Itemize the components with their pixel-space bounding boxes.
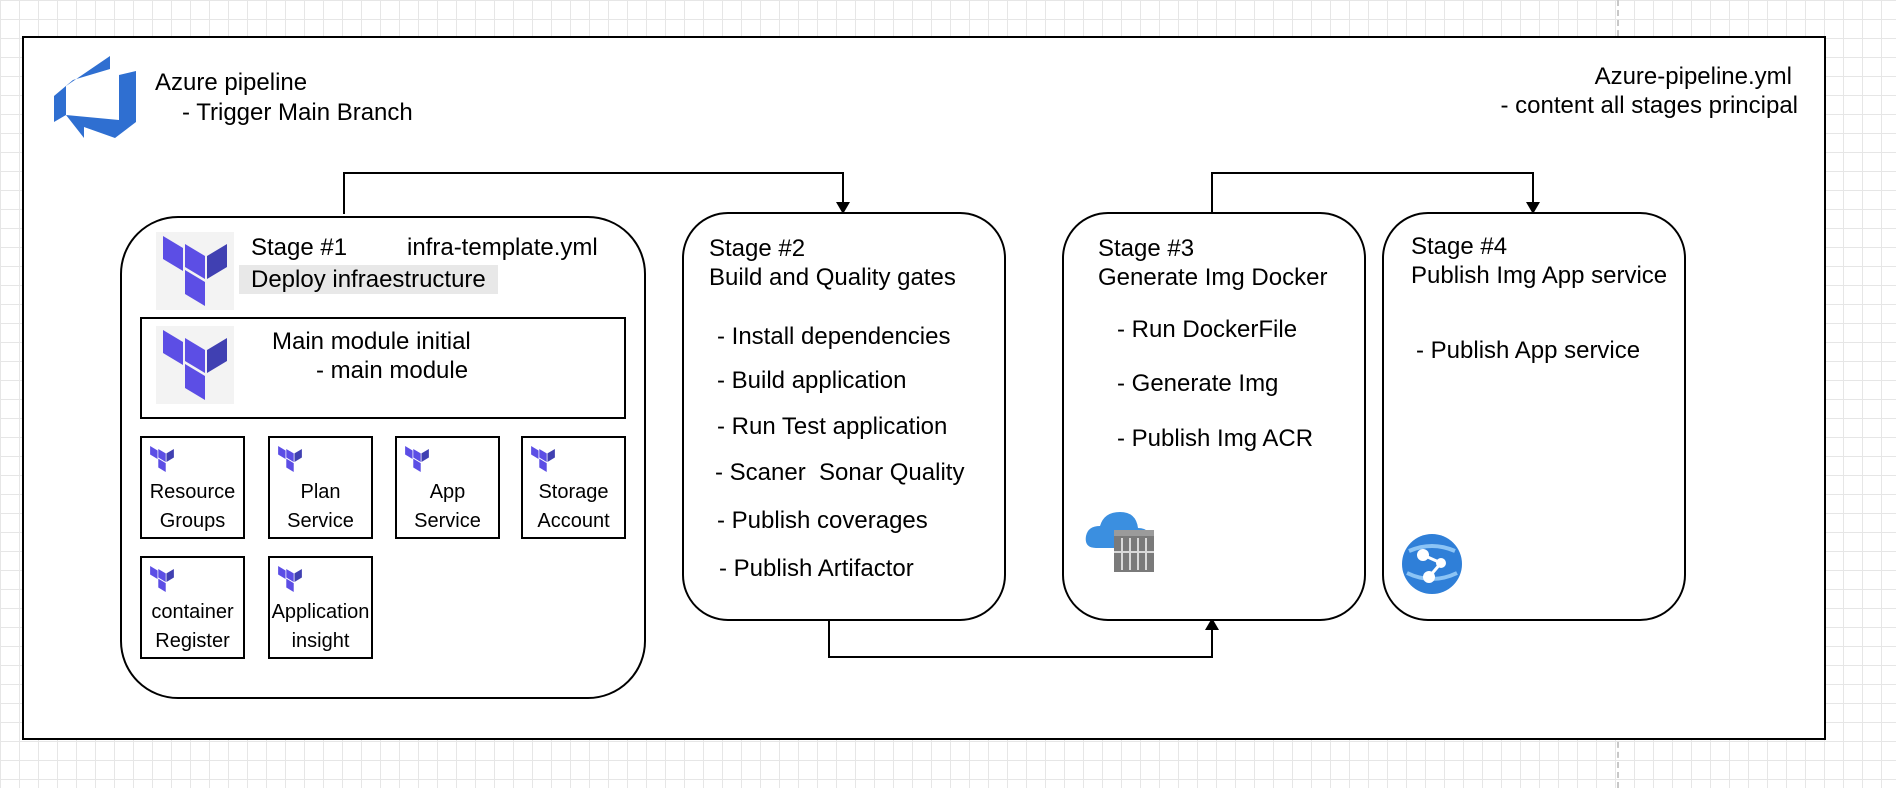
module-line1: App [429, 481, 466, 503]
pipeline-title: Azure pipeline [155, 69, 308, 96]
stage4-step: - Publish App service [1416, 337, 1641, 364]
app-service-icon [1402, 534, 1462, 594]
stage2-step: - Install dependencies [717, 323, 951, 350]
module-line1: container [151, 601, 234, 623]
module-line1: Resource [149, 481, 236, 503]
module-line2: insight [291, 630, 350, 652]
terraform-icon [531, 446, 555, 472]
module-line1: Plan [300, 481, 341, 503]
terraform-icon [278, 446, 302, 472]
stage3-label: Stage #3 [1098, 235, 1195, 262]
terraform-icon [150, 446, 174, 472]
connector-stage3-stage4 [1211, 172, 1534, 212]
pipeline-file-desc: - content all stages principal [1500, 92, 1799, 119]
stage3-step: - Generate Img [1117, 370, 1279, 397]
module-line1: Application [271, 601, 370, 623]
stage1-label: Stage #1 [251, 234, 348, 261]
module-line2: Register [155, 630, 230, 652]
container-registry-icon [1085, 512, 1154, 572]
module-application-insight[interactable]: Application insight [268, 556, 373, 659]
stage2-step: - Publish coverages [717, 507, 928, 534]
terraform-icon [156, 232, 234, 310]
pipeline-file: Azure-pipeline.yml [1594, 63, 1792, 90]
main-module-subtitle: - main module [316, 357, 469, 384]
module-line2: Account [537, 510, 610, 532]
stage3-card[interactable] [1062, 212, 1366, 621]
stage2-card[interactable] [682, 212, 1006, 621]
terraform-icon [156, 326, 234, 404]
stage4-label: Stage #4 [1411, 233, 1508, 260]
arrow-head-stage2 [836, 202, 850, 214]
connector-stage2-stage3 [828, 617, 1213, 658]
stage2-step: - Scaner Sonar Quality [715, 459, 965, 486]
stage3-step: - Run DockerFile [1117, 316, 1298, 343]
terraform-icon [405, 446, 429, 472]
arrow-head-stage4 [1526, 202, 1540, 214]
main-module-title: Main module initial [272, 328, 471, 355]
stage1-file: infra-template.yml [407, 234, 598, 261]
stage2-step: - Publish Artifactor [719, 555, 914, 582]
stage2-step: - Build application [717, 367, 907, 394]
connector-stage1-stage2 [343, 172, 844, 214]
stage2-step: - Run Test application [717, 413, 948, 440]
module-line2: Service [414, 510, 481, 532]
pipeline-trigger: - Trigger Main Branch [182, 99, 413, 126]
stage2-label: Stage #2 [709, 235, 806, 262]
stage4-title: Publish Img App service [1411, 262, 1668, 289]
module-line2: Groups [159, 510, 226, 532]
azure-devops-icon [54, 56, 136, 138]
stage3-title: Generate Img Docker [1098, 264, 1328, 291]
module-line2: Service [287, 510, 354, 532]
terraform-icon [150, 566, 174, 592]
stage2-title: Build and Quality gates [709, 264, 956, 291]
stage1-subtitle: Deploy infraestructure [239, 265, 498, 294]
module-line1: Storage [538, 481, 609, 503]
arrow-head-stage3 [1205, 618, 1219, 630]
stage3-step: - Publish Img ACR [1117, 425, 1314, 452]
terraform-icon [278, 566, 302, 592]
